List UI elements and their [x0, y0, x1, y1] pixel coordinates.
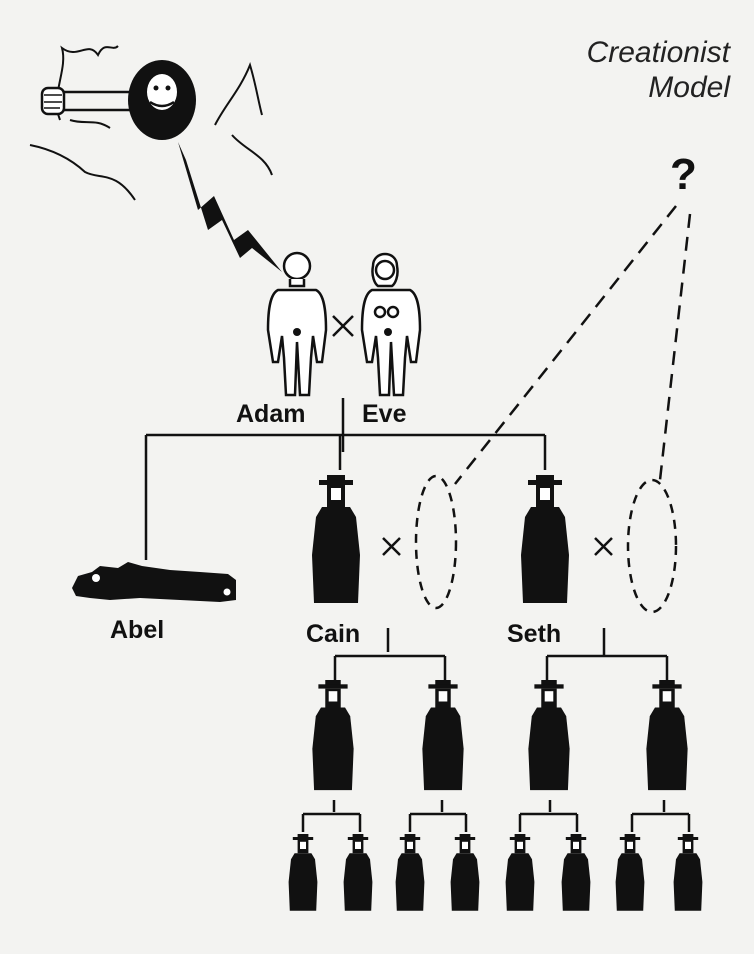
- mating-cross-cain: [382, 537, 401, 556]
- label-abel: Abel: [110, 616, 165, 644]
- label-adam: Adam: [236, 400, 306, 428]
- grandchild-5: [505, 834, 535, 911]
- grandchild-3: [395, 834, 425, 911]
- grandchild-6: [561, 834, 591, 911]
- cain-figure: [312, 475, 360, 603]
- seth-child-2: [646, 680, 688, 791]
- cain-child-1: [312, 680, 354, 791]
- eve-figure: [360, 252, 422, 397]
- label-eve: Eve: [362, 400, 407, 428]
- seth-figure: [521, 475, 569, 603]
- abel-figure: [72, 562, 236, 602]
- seth-unknown-wife-icon: [626, 478, 678, 614]
- cain-unknown-wife-icon: [414, 474, 458, 610]
- adam-figure: [266, 251, 328, 397]
- grandchild-4: [450, 834, 480, 911]
- title-line-1: Creationist: [586, 36, 730, 69]
- mating-cross-seth: [594, 537, 613, 556]
- tree-lines: [144, 398, 691, 832]
- grandchild-8: [673, 834, 703, 911]
- grandchild-7: [615, 834, 645, 911]
- title-line-2: Model: [648, 70, 730, 104]
- diagram-title: Creationist Model: [587, 36, 730, 105]
- seth-child-1: [528, 680, 570, 791]
- lightning-bolt-icon: [178, 142, 282, 272]
- label-cain: Cain: [306, 620, 361, 648]
- label-seth: Seth: [507, 620, 562, 648]
- grandchild-2: [343, 834, 373, 911]
- dashed-lines-to-question: [454, 205, 692, 485]
- question-mark: ?: [670, 150, 697, 199]
- mating-cross-adam-eve: [332, 315, 354, 337]
- grandchild-1: [288, 834, 318, 911]
- cain-child-2: [422, 680, 464, 791]
- creator-icon: [29, 45, 273, 201]
